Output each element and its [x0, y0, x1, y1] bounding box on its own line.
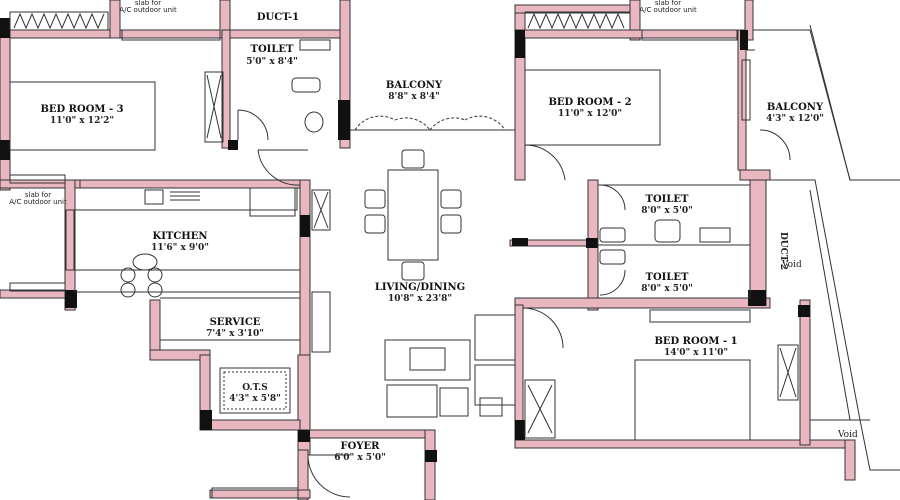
living-label: LIVING/DINING	[374, 282, 466, 293]
void-label-upper: Void	[782, 260, 802, 270]
bedroom2-size: 11'0" x 12'0"	[557, 109, 623, 119]
toilet-r1-size: 8'0" x 5'0"	[641, 206, 693, 216]
bedroom1-label: BED ROOM - 1	[654, 336, 738, 347]
service-size: 7'4" x 3'10"	[206, 329, 264, 339]
toilet-r1-label: TOILET	[645, 194, 689, 205]
columns	[0, 18, 810, 462]
fixtures	[9, 11, 900, 499]
bedroom2-label: BED ROOM - 2	[548, 97, 632, 108]
bedroom3-size: 11'0" x 12'2"	[49, 116, 115, 126]
bedroom3-label: BED ROOM - 3	[40, 104, 124, 115]
kitchen-label: KITCHEN	[152, 231, 208, 242]
duct1-label: DUCT-1	[256, 12, 300, 23]
toilet-top-size: 5'0" x 8'4"	[246, 57, 298, 67]
foyer-label: FOYER	[340, 441, 380, 452]
toilet-r2-size: 8'0" x 5'0"	[641, 284, 693, 294]
balcony-right-label: BALCONY	[766, 102, 824, 113]
balcony-center-size: 8'8" x 8'4"	[388, 92, 440, 102]
void-label-lower: Void	[838, 430, 858, 440]
balcony-right-size: 4'3" x 12'0"	[766, 114, 824, 124]
balcony-center-label: BALCONY	[385, 80, 443, 91]
ots-size: 4'3" x 5'8"	[229, 394, 281, 404]
ots-label: O.T.S	[242, 383, 268, 393]
foyer-size: 6'0" x 5'0"	[334, 453, 386, 463]
bedroom1-size: 14'0" x 11'0"	[663, 348, 729, 358]
kitchen-size: 11'6" x 9'0"	[151, 243, 209, 253]
living-size: 10'8" x 23'8"	[387, 294, 453, 304]
toilet-top-label: TOILET	[250, 44, 294, 55]
service-label: SERVICE	[209, 317, 261, 328]
toilet-r2-label: TOILET	[645, 272, 689, 283]
